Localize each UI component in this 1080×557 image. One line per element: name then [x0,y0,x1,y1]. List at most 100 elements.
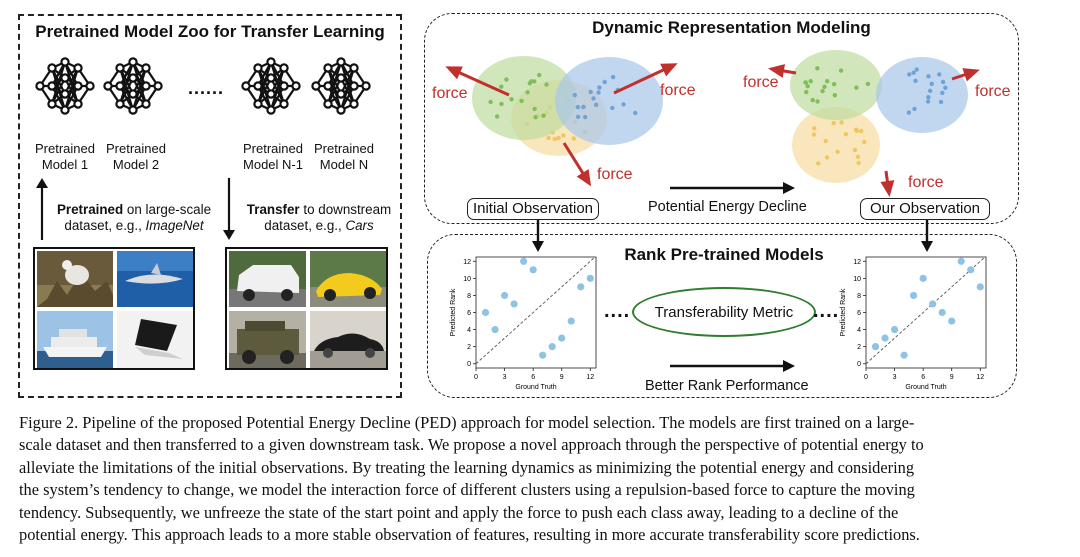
force-arrow [445,66,510,97]
transfer-down-arrow [223,178,235,240]
rank-models-title: Rank Pre-trained Models [624,245,824,264]
scatter-point [586,274,594,282]
caption-line: potential energy. This approach leads to… [19,525,920,545]
potential-energy-label: Potential Energy Decline [648,199,807,215]
y-tick-label: 12 [853,259,861,266]
imagenet-samples [33,247,195,370]
scatter-point [491,325,499,334]
sample-image-ship [37,311,113,368]
scatter-point [890,325,899,334]
scatter-point [881,334,889,342]
x-tick-label: 6 [921,374,925,381]
force-label: force [660,82,696,99]
x-tick-label: 9 [560,374,564,381]
sample-image-laptop [117,311,193,368]
scatter-point [900,351,908,359]
scatter-point [567,317,575,325]
x-tick-label: 0 [864,374,868,381]
y-tick-label: 8 [467,293,471,300]
x-axis-label: Ground Truth [515,384,556,391]
x-tick-label: 0 [474,374,478,381]
sample-image-shark [117,251,193,307]
scatter-point [539,351,547,359]
figure-caption: Figure 2. Pipeline of the proposed Poten… [19,412,1065,546]
y-tick-label: 0 [857,361,861,368]
model-zoo-title: Pretrained Model Zoo for Transfer Learni… [35,22,385,41]
y-tick-label: 12 [463,259,471,266]
x-tick-label: 9 [950,374,954,381]
neural-network-icon [35,57,95,115]
force-arrow [768,64,797,78]
caption-line: Figure 2. Pipeline of the proposed Poten… [19,413,915,432]
models-ellipsis: ...... [188,78,225,98]
scatter-point [957,257,965,265]
sample-image-sports-car [310,251,386,307]
yellow-cluster [792,107,880,183]
caption-line: the system’s tendency to change, we mode… [19,480,915,500]
force-label: force [597,166,633,183]
scatter-point [967,266,975,274]
plot-area [475,256,597,369]
scatter-point [910,291,918,300]
dynamic-representation-panel [424,13,1019,224]
force-arrow [562,142,592,187]
neural-network-icon [311,57,371,115]
y-tick-label: 2 [857,344,861,351]
y-tick-label: 4 [857,327,861,334]
scatter-point [481,308,490,317]
sample-image-sedan [310,311,386,368]
scatter-point [976,283,984,291]
x-tick-label: 3 [503,374,507,381]
force-label: force [743,74,779,91]
better-rank-arrow [670,360,795,372]
neural-network-icon [241,57,301,115]
pretrain-up-arrow [36,178,48,240]
x-tick-label: 12 [586,374,594,381]
caption-line: tendency. Subsequently, we unfreeze the … [19,502,899,522]
dots-right: .... [813,300,840,322]
better-rank-label: Better Rank Performance [645,378,809,394]
green-cluster [790,50,882,120]
y-tick-label: 4 [467,327,471,334]
diagonal-reference-line [475,256,596,365]
force-arrow [880,170,895,197]
scatter-point [500,291,509,300]
caption-line: scale dataset and then transferred to a … [19,435,924,455]
x-tick-label: 6 [531,374,535,381]
force-arrow [951,68,980,82]
y-tick-label: 8 [857,293,861,300]
y-tick-label: 0 [467,361,471,368]
potential-energy-arrow [670,182,795,194]
scatter-point [520,257,528,265]
neural-network-icon [103,57,163,115]
y-tick-label: 10 [463,276,471,283]
scatter-point [529,266,537,274]
scatter-point [548,343,556,351]
x-tick-label: 12 [976,374,984,381]
rank-models-panel [427,234,1017,398]
transferability-metric-ellipse: Transferability Metric [632,287,816,337]
our-observation-box: Our Observation [860,198,990,220]
blue-cluster [555,57,663,145]
force-label: force [908,174,944,191]
initial-observation-box: Initial Observation [467,198,599,220]
scatter-point [948,317,956,325]
x-tick-label: 3 [893,374,897,381]
green-cluster [472,56,576,140]
dynamic-representation-title: Dynamic Representation Modeling [592,18,871,37]
force-label: force [432,85,468,102]
y-tick-label: 2 [467,344,471,351]
sample-image-suv [229,251,306,307]
y-tick-label: 10 [853,276,861,283]
plot-area [865,256,987,369]
scatter-point [871,343,880,351]
sample-image-hummer [229,311,306,368]
force-arrow [613,63,678,95]
